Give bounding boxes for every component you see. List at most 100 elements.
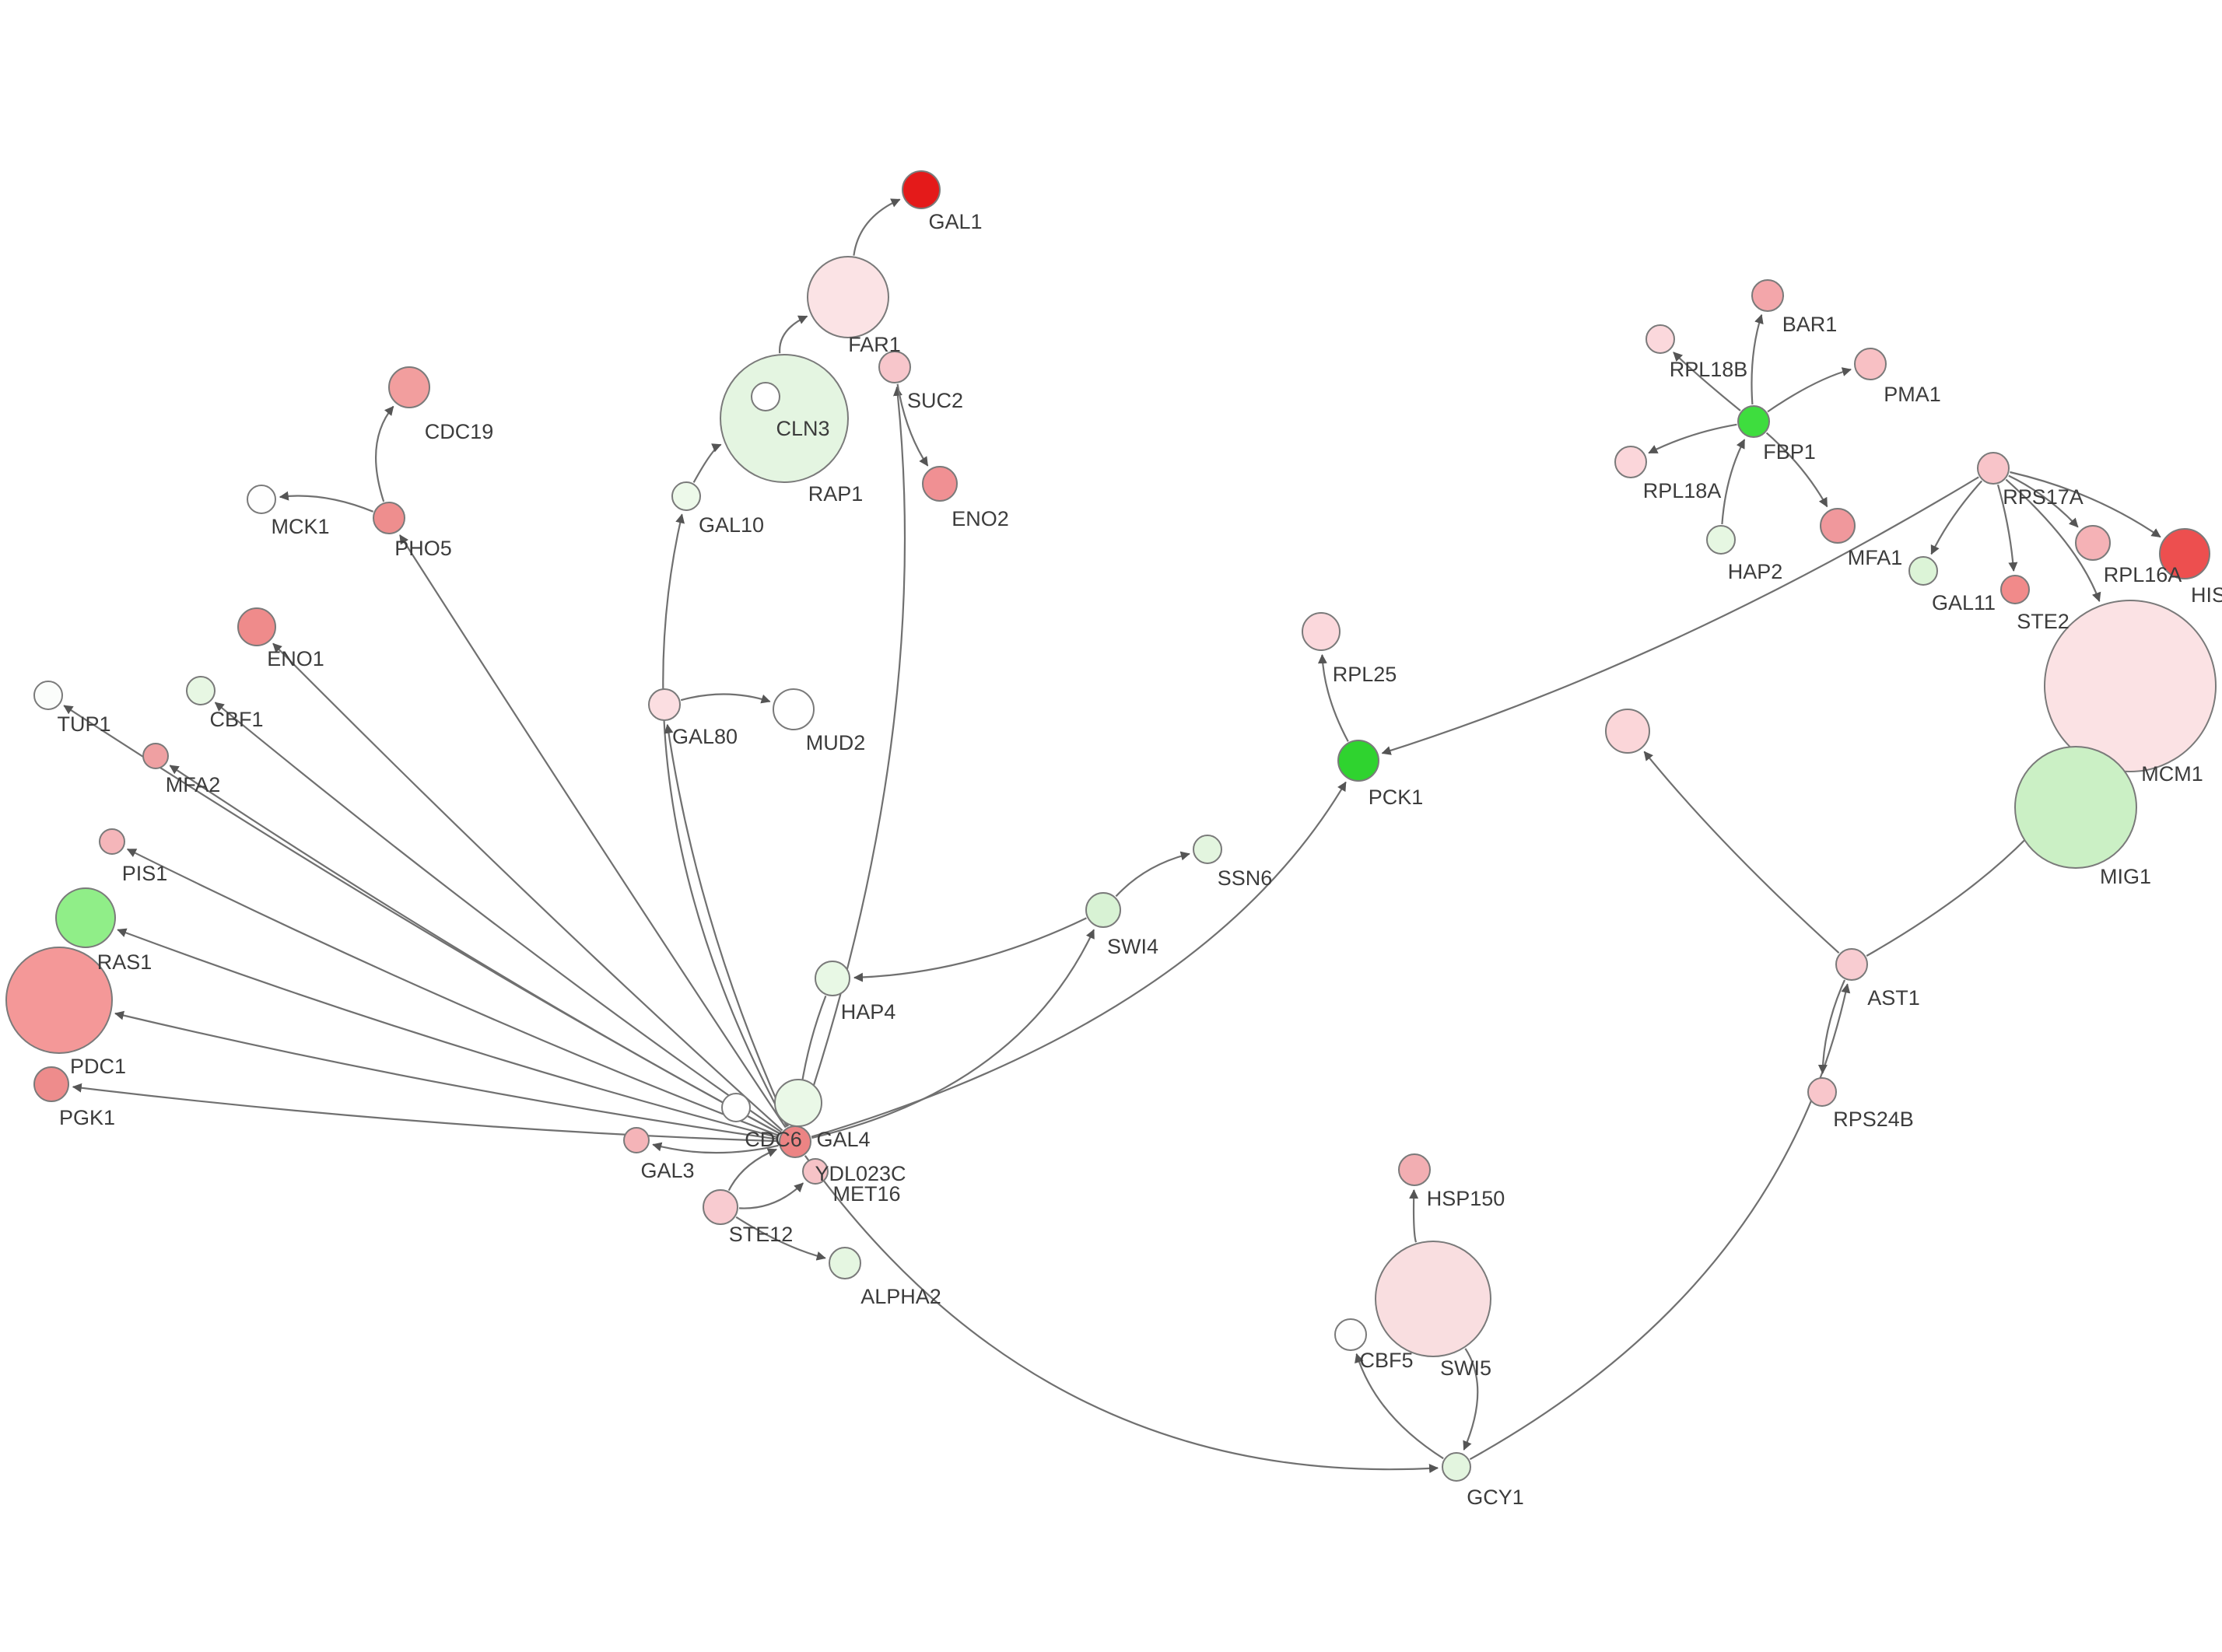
node-unlabeled1[interactable] [1605, 709, 1650, 754]
edge-hap2-fbp1[interactable] [1721, 439, 1746, 525]
node-swi4[interactable] [1085, 892, 1121, 928]
edge-gal80-mud2[interactable] [680, 693, 771, 704]
edge-swi4-hap4[interactable] [853, 917, 1087, 982]
node-mcm1[interactable] [2044, 600, 2217, 772]
edge-gal4-pdc1[interactable] [114, 1010, 779, 1140]
node-gal80[interactable] [648, 688, 681, 721]
node-pdc1[interactable] [5, 947, 113, 1054]
edge-ast1-unlabeled1[interactable] [1643, 751, 1840, 954]
node-bar1[interactable] [1751, 279, 1784, 312]
edge-cln3-far1[interactable] [779, 315, 808, 354]
edge-fbp1-rpl18a[interactable] [1648, 423, 1737, 454]
node-mfa2[interactable] [142, 743, 169, 769]
node-mud2[interactable] [773, 688, 815, 730]
edge-gal4-gal10[interactable] [662, 513, 788, 1128]
node-pma1[interactable] [1854, 348, 1887, 380]
edge-pho5-mck1[interactable] [279, 491, 374, 513]
edge-far1-gal1[interactable] [853, 198, 901, 256]
edge-gcy1-cbf5[interactable] [1355, 1353, 1444, 1460]
node-swi5[interactable] [1375, 1241, 1491, 1357]
edge-pck1-rpl25[interactable] [1317, 654, 1349, 742]
node-pck1[interactable] [1337, 740, 1379, 782]
edge-fbp1-rpl18b[interactable] [1673, 352, 1741, 411]
node-fbp1[interactable] [1737, 405, 1770, 438]
edge-ast1-rps24b[interactable] [1817, 979, 1846, 1074]
node-eno1[interactable] [237, 607, 276, 646]
edge-gal10-cln3[interactable] [692, 443, 722, 483]
edge-gal4-pgk1[interactable] [72, 1083, 779, 1143]
node-his4[interactable] [2159, 528, 2210, 579]
node-eno2[interactable] [922, 466, 958, 502]
edge-gal4-pho5[interactable] [399, 534, 787, 1129]
edge-rps17a-rpl16a[interactable] [2008, 474, 2079, 528]
edge-swi5-gcy1[interactable] [1463, 1348, 1479, 1451]
node-gal3[interactable] [623, 1127, 650, 1153]
edge-rps17a-pck1[interactable] [1381, 476, 1979, 755]
edge-gal4-pck1[interactable] [811, 781, 1347, 1138]
node-ast1[interactable] [1835, 948, 1868, 981]
edge-fbp1-pma1[interactable] [1767, 367, 1852, 413]
edge-rps17a-mcm1[interactable] [2005, 478, 2101, 602]
node-mck1[interactable] [247, 485, 276, 514]
edge-gal4-suc2[interactable] [799, 386, 906, 1126]
node-gal11[interactable] [1908, 556, 1938, 586]
node-cdc6[interactable] [721, 1093, 751, 1122]
node-pho5[interactable] [373, 502, 405, 534]
node-alpha2[interactable] [829, 1247, 861, 1279]
edge-gal4-mfa2[interactable] [169, 765, 781, 1135]
node-hap4[interactable] [815, 961, 850, 996]
node-gal10[interactable] [671, 481, 701, 511]
edge-fbp1-mfa1[interactable] [1765, 432, 1828, 508]
edge-pho5-cdc19[interactable] [375, 405, 394, 502]
edge-swi5-hsp150[interactable] [1409, 1189, 1419, 1243]
edge-gal4-gal3[interactable] [652, 1142, 779, 1154]
node-rpl18a[interactable] [1614, 446, 1647, 478]
edge-swi4-ssn6[interactable] [1115, 851, 1190, 898]
node-gal1[interactable] [902, 170, 941, 209]
edge-fbp1-bar1[interactable] [1751, 313, 1764, 405]
edge-gal4-gal80[interactable] [664, 723, 790, 1127]
edge-ste12-met16[interactable] [738, 1182, 804, 1209]
edge-gcy1-ast1[interactable] [1469, 983, 1851, 1461]
node-gal4[interactable] [779, 1125, 811, 1158]
node-mfa1[interactable] [1820, 508, 1856, 544]
edge-ste12-gal4[interactable] [727, 1148, 777, 1192]
node-pgk1[interactable] [33, 1066, 69, 1102]
node-rps17a[interactable] [1977, 452, 2010, 485]
node-suc2[interactable] [878, 351, 911, 383]
node-mig1[interactable] [2014, 746, 2137, 869]
node-ras1[interactable] [55, 887, 116, 948]
node-ste12[interactable] [703, 1189, 738, 1225]
edge-ste12-alpha2[interactable] [735, 1216, 826, 1261]
node-rap1[interactable] [751, 382, 780, 411]
node-cbf1[interactable] [186, 676, 216, 705]
node-ydl023c[interactable] [774, 1079, 822, 1127]
edge-rps17a-gal11[interactable] [1930, 480, 1983, 555]
node-pis1[interactable] [99, 828, 125, 855]
edge-gal4-eno1[interactable] [272, 642, 783, 1132]
node-ssn6[interactable] [1193, 835, 1222, 864]
node-hap2[interactable] [1706, 525, 1736, 555]
edge-gal4-ras1[interactable] [117, 928, 779, 1139]
node-met16[interactable] [802, 1158, 829, 1185]
edge-gal4-tup1[interactable] [63, 705, 781, 1135]
edge-rps17a-his4[interactable] [2010, 471, 2161, 538]
node-rpl25[interactable] [1302, 612, 1341, 651]
edge-gal4-pis1[interactable] [126, 848, 780, 1137]
node-tup1[interactable] [33, 681, 63, 710]
node-cbf5[interactable] [1334, 1318, 1367, 1351]
node-ste2[interactable] [2000, 575, 2030, 604]
node-gcy1[interactable] [1442, 1452, 1471, 1482]
edge-gal4-swi4[interactable] [811, 929, 1095, 1139]
node-hsp150[interactable] [1398, 1153, 1431, 1186]
node-rps24b[interactable] [1807, 1077, 1837, 1107]
node-rpl18b[interactable] [1645, 324, 1675, 354]
node-cln3[interactable] [720, 354, 849, 483]
edge-suc2-eno2[interactable] [896, 383, 929, 467]
node-cdc19[interactable] [388, 366, 430, 408]
edge-gal4-cbf1[interactable] [214, 702, 782, 1133]
node-rpl16a[interactable] [2075, 525, 2111, 561]
edge-gal4-gcy1[interactable] [804, 1155, 1439, 1474]
edge-rps17a-ste2[interactable] [1996, 484, 2018, 572]
node-far1[interactable] [807, 256, 889, 338]
